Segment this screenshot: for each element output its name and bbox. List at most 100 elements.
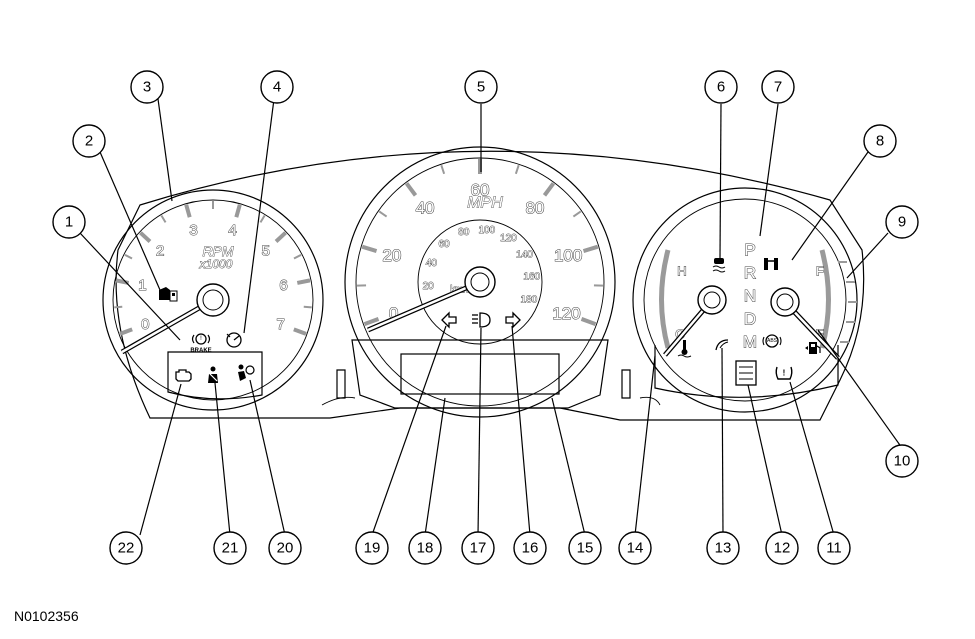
callout-number: 6 [717,79,725,96]
callout-number: 4 [273,79,281,96]
kmh-scale-label: 40 [426,258,438,269]
svg-text:!: ! [783,369,786,378]
tach-scale-label: 4 [228,222,236,239]
tach-scale-label: 0 [141,316,149,333]
callout-number: 12 [774,540,791,557]
callout-13: 13 [706,531,740,565]
callout-9: 9 [885,205,919,239]
tachometer-rpm-label: RPM [202,243,233,259]
tach-tick [160,215,167,223]
callout-circle [72,124,106,158]
callout-number: 10 [894,453,911,470]
right-gauge-lower-panel [654,345,839,398]
speed-tick [580,317,597,326]
callout-number: 7 [774,79,782,96]
tach-scale-label: 1 [138,277,146,294]
callout-circle [765,531,799,565]
speed-tick [542,182,556,197]
callout-circle [761,70,795,104]
door-ajar-icon [159,287,178,302]
kmh-scale-label: 160 [523,271,540,282]
kmh-scale-label: 60 [438,239,450,250]
speed-control-icon [226,332,242,348]
callout-number: 13 [715,540,732,557]
callout-circle [618,531,652,565]
callout-circle [213,531,247,565]
callout-number: 3 [143,79,151,96]
tach-tick [259,215,266,223]
callout-7: 7 [761,70,795,104]
speed-tick [378,210,388,218]
speedometer-mph-label: MPH [467,195,503,212]
fuel-full-label: F [816,264,824,279]
callout-circle [109,531,143,565]
callout-17: 17 [461,531,495,565]
callout-circle [817,531,851,565]
svg-text:!: ! [200,336,202,342]
check-engine-icon [175,369,192,382]
callout-number: 9 [898,214,906,231]
speed-tick [440,164,446,175]
callout-number: 18 [417,540,434,557]
callout-number: 1 [65,214,73,231]
left-mount-clip [336,369,346,399]
kmh-scale-label: 140 [516,250,533,261]
right-turn-signal-icon [505,311,521,329]
callout-14: 14 [618,531,652,565]
seatbelt-icon [208,366,218,383]
callout-number: 19 [364,540,381,557]
callout-2: 2 [72,124,106,158]
callout-16: 16 [513,531,547,565]
gear-indicator-letter: M [743,333,757,352]
callout-number: 17 [470,540,487,557]
tachometer-ticks [114,201,312,336]
callout-11: 11 [817,531,851,565]
tach-tick [124,253,133,260]
low-fuel-icon [805,342,821,354]
right-gauge-face [643,198,847,402]
callout-circle [268,531,302,565]
speedometer-ticks [357,159,603,326]
callout-circle [461,531,495,565]
callout-circle [260,70,294,104]
tach-tick [234,204,242,218]
leader-lines [79,98,903,536]
kmh-scale-label: 80 [458,227,470,238]
speed-tick [404,182,418,197]
tach-tick [274,231,287,243]
callout-circle [885,444,919,478]
callout-number: 11 [826,540,842,557]
gear-indicator-letter: P [744,241,755,260]
speed-tick [582,244,599,253]
tach-scale-label: 5 [262,243,270,260]
abs-warning-icon: ABS [762,334,782,348]
charging-system-icon [735,360,757,386]
callout-circle [513,531,547,565]
mph-scale-label: 120 [552,304,580,323]
callout-circle [863,124,897,158]
brake-warning-icon: ! BRAKE [190,333,212,354]
tach-tick [293,253,302,260]
tach-tick [293,327,307,336]
callout-number: 16 [522,540,539,557]
callout-6: 6 [704,70,738,104]
mph-scale-label: 20 [382,246,401,265]
tach-tick [303,305,312,309]
right-gauge-bezel [632,187,858,413]
speed-tick [363,317,380,326]
mph-scale-label: 60 [471,181,490,200]
tach-tick [184,204,192,218]
mph-scale-label: 0 [389,304,398,323]
cluster-inner-contour [321,396,661,406]
kmh-scale-label: 20 [423,281,435,292]
callout-19: 19 [355,531,389,565]
tachometer-x1000-label: x1000 [199,257,233,271]
callout-number: 21 [222,540,239,557]
callout-20: 20 [268,531,302,565]
